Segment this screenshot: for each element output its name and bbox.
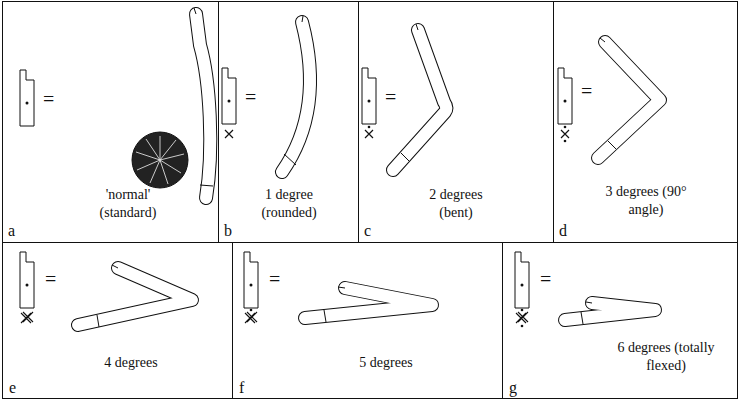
- panel-letter: f: [239, 380, 244, 396]
- equals-sign: =: [540, 269, 551, 289]
- equals-sign: =: [385, 87, 396, 107]
- panel-letter: a: [8, 223, 15, 239]
- panel-letter: e: [9, 380, 16, 396]
- equals-sign: =: [45, 269, 56, 289]
- degree-caption: 'normal' (standard): [88, 186, 168, 222]
- panel-letter: d: [559, 223, 567, 239]
- degree-caption: 1 degree (rounded): [249, 186, 329, 222]
- panel-box: = 1 degree (rounded) b: [218, 1, 359, 243]
- panel-box: = 3 degrees (90° angle) d: [553, 1, 738, 243]
- degree-caption: 3 degrees (90° angle): [600, 183, 692, 219]
- arm-figure: [78, 8, 660, 327]
- notation-symbol: [20, 68, 572, 308]
- equals-sign: =: [245, 87, 256, 107]
- flexion-sign: [21, 126, 569, 328]
- panel-box: = 2 degrees (bent) c: [358, 1, 554, 243]
- panel-box: = 5 degrees f: [232, 242, 503, 399]
- equals-sign: =: [269, 269, 280, 289]
- panel-box: = 6 degrees (totally flexed) g: [502, 242, 738, 399]
- panel-letter: b: [224, 223, 232, 239]
- ball: [132, 132, 188, 188]
- panel-box: = 'normal' (standard) a: [2, 1, 219, 243]
- degree-caption: 4 degrees: [71, 354, 191, 372]
- panel-letter: c: [364, 223, 371, 239]
- panel-letter: g: [509, 380, 517, 396]
- degree-caption: 5 degrees: [326, 354, 446, 372]
- equals-sign: =: [43, 89, 54, 109]
- degree-caption: 6 degrees (totally flexed): [614, 339, 719, 375]
- panel-box: = 4 degrees e: [2, 242, 233, 399]
- degree-caption: 2 degrees (bent): [416, 186, 496, 222]
- equals-sign: =: [581, 81, 592, 101]
